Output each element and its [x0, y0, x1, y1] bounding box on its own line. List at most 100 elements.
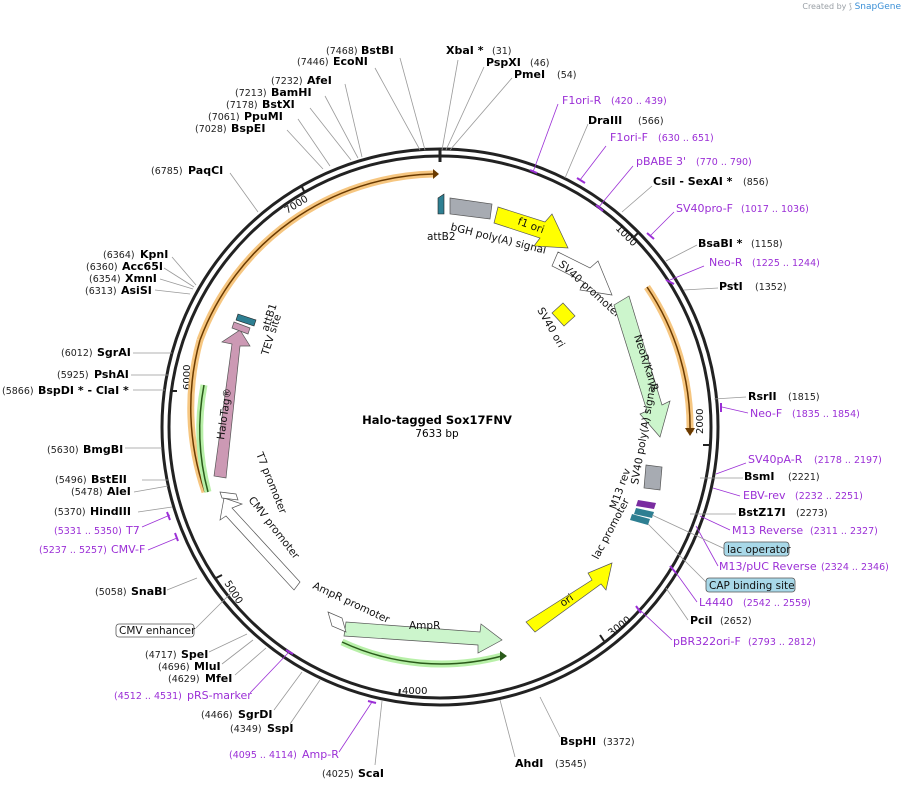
site-sgrdi-name: SgrDI [238, 708, 272, 721]
orf-arrow-top [433, 169, 439, 179]
cmvprom-feature [219, 497, 301, 591]
site-sspi-pos: (4349) [230, 724, 262, 735]
lac-operator-connector [651, 514, 726, 550]
site-bsabi-name: BsaBI * [698, 237, 743, 250]
site-snabi-name: SnaBI [131, 585, 167, 598]
orf-arrow-neo [685, 428, 695, 436]
primer-line-cmv-f [147, 537, 178, 551]
site-acc65i-pos: (6360) [86, 262, 118, 273]
primer-mark-amp-r [367, 700, 377, 704]
site-bspdi-name: BspDI * - ClaI * [38, 384, 129, 397]
primer-pbr322-range: (2793 .. 2812) [748, 637, 816, 648]
amprprom-label: AmpR promoter [311, 580, 392, 626]
neo-feature [613, 295, 671, 438]
site-line-bspei [286, 129, 324, 170]
site-line-xmni [159, 278, 194, 290]
primer-line-m13puc [695, 525, 719, 567]
primer-ebv-rev-range: (2232 .. 2251) [795, 491, 863, 502]
site-line-afei [344, 83, 363, 158]
attb1-feature [235, 313, 257, 327]
ampr-label: AmpR [409, 620, 440, 632]
site-afei-name: AfeI [307, 74, 332, 87]
attb2-feature [437, 193, 445, 215]
orf-line-neo [646, 286, 691, 433]
tick-mark-1000 [632, 232, 639, 239]
plasmid-name: Halo-tagged Sox17FNV [362, 413, 512, 427]
orf-line-top [199, 173, 434, 341]
site-line-sspi [289, 679, 321, 725]
site-line-psti [683, 287, 719, 291]
site-pcii-name: PciI [690, 614, 712, 627]
primer-line-l4440 [673, 569, 698, 603]
primer-l4440-range: (2542 .. 2559) [743, 598, 811, 609]
primer-sv40pro-f-name: SV40pro-F [676, 202, 733, 215]
cmv-enhancer-connector [195, 591, 233, 629]
site-pcii-pos: (2652) [720, 616, 752, 627]
site-line-snabi [166, 577, 198, 591]
primer-prs-marker-name: pRS-marker [187, 689, 252, 702]
primer-sv40pa-r-range: (2178 .. 2197) [814, 455, 882, 466]
amp-line-arrow [500, 651, 507, 661]
primer-l4440-name: L4440 [699, 596, 733, 609]
lac-operator-label: lac operator [727, 544, 791, 556]
site-bsteii-pos: (5496) [55, 475, 87, 486]
site-bsteii-name: BstEII [91, 473, 127, 486]
site-bstxi-pos: (7178) [226, 100, 258, 111]
site-mfei-name: MfeI [205, 672, 232, 685]
primer-line-m13-reverse [699, 515, 731, 531]
site-pmei-name: PmeI [514, 68, 545, 81]
site-line-ahdi [499, 699, 516, 758]
credit-prefix: Created by [802, 2, 847, 11]
primer-cmv-f-name: CMV-F [111, 543, 145, 556]
site-pshai-name: PshAI [94, 368, 129, 381]
primer-line-sv40pro-f [649, 211, 675, 237]
primer-ebv-rev-name: EBV-rev [743, 489, 786, 502]
tick-2000: 2000 [695, 409, 706, 434]
cap-site-feature [630, 514, 650, 525]
primer-line-sv40pa-r [715, 462, 747, 475]
t7prom-feature [219, 491, 239, 501]
primer-neo-f-range: (1835 .. 1854) [792, 409, 860, 420]
site-ppumi-name: PpuMI [244, 110, 283, 123]
site-bmgbi-pos: (5630) [47, 445, 79, 456]
site-acc65i-name: Acc65I [122, 260, 163, 273]
site-pmei-pos: (54) [557, 70, 577, 81]
cap-site-connector [647, 523, 708, 584]
site-line-bsphi [539, 696, 561, 738]
sites-left: (7468) BstBI (7446) EcoNI (7232) AfeI (7… [2, 44, 426, 780]
site-mlui-name: MluI [194, 660, 221, 673]
primer-pbr322-name: pBR322ori-F [673, 635, 741, 648]
ampr-feature [343, 621, 503, 654]
site-line-bamhi [324, 95, 359, 159]
primer-neo-r-range: (1225 .. 1244) [752, 258, 820, 269]
tick-4000: 4000 [402, 686, 427, 697]
site-asisi-pos: (6313) [85, 286, 117, 297]
primer-line-pbr322 [639, 609, 673, 641]
halotag-feature [213, 329, 251, 479]
site-xbai-pos: (31) [492, 46, 512, 57]
primer-m13-reverse-name: M13 Reverse [732, 524, 803, 537]
primer-prs-marker-range: (4512 .. 4531) [114, 691, 182, 702]
site-bspdi-pos: (5866) [2, 386, 34, 397]
primer-neo-r-name: Neo-R [709, 256, 743, 269]
site-scai-pos: (4025) [322, 769, 354, 780]
site-line-hindiii [137, 506, 173, 513]
site-pspxi-name: PspXI [486, 56, 521, 69]
site-xbai-name: XbaI * [446, 44, 484, 57]
primer-line-neo-r [669, 265, 705, 281]
site-line-pmei [449, 77, 513, 151]
site-bsmi-pos: (2221) [788, 472, 820, 483]
site-bmgbi-name: BmgBI [83, 443, 123, 456]
sv40ori-feature [551, 302, 576, 327]
primer-mark-prs-marker [285, 649, 294, 655]
site-bstz17i-name: BstZ17I [738, 506, 786, 519]
site-spei-pos: (4717) [145, 650, 177, 661]
primer-t7-name: T7 [125, 524, 140, 537]
site-line-econi [374, 67, 421, 151]
site-psti-name: PstI [719, 280, 743, 293]
tick-mark-3000 [599, 634, 605, 642]
primer-mark-l4440 [669, 565, 677, 574]
site-bsphi-pos: (3372) [603, 737, 635, 748]
tev-feature [231, 321, 251, 335]
site-xmni-pos: (6354) [89, 274, 121, 285]
